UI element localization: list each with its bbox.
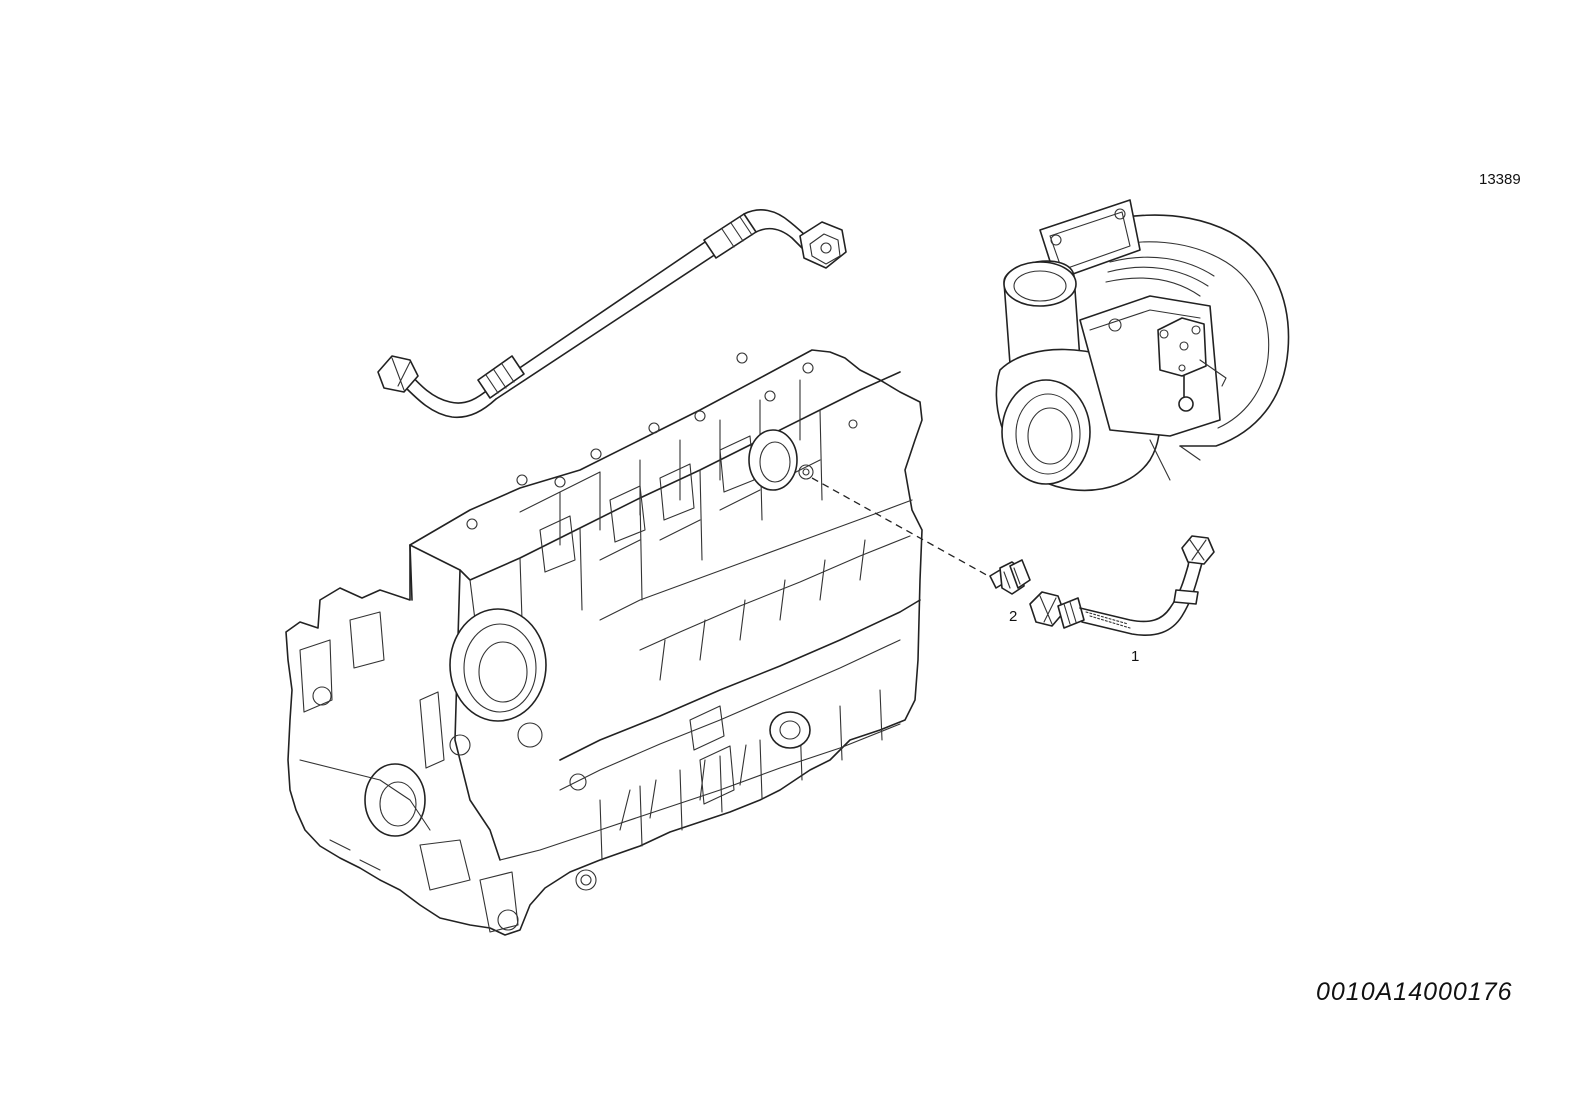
union-fitting-part-2 bbox=[989, 559, 1031, 595]
drawing-code: 0010A14000176 bbox=[1316, 978, 1513, 1006]
callout-label-2: 2 bbox=[1009, 608, 1018, 625]
upper-oil-pipe bbox=[377, 209, 847, 419]
oil-port-boss bbox=[748, 429, 814, 491]
engine-block bbox=[285, 349, 923, 936]
upper-pipe-nut-right bbox=[799, 221, 847, 269]
upper-pipe-nut-left bbox=[377, 355, 419, 393]
wastegate-actuator bbox=[1157, 317, 1227, 412]
turbine-inlet bbox=[1003, 260, 1081, 377]
oil-supply-pipe-part-1 bbox=[1029, 535, 1215, 636]
top-deck-holes bbox=[466, 352, 858, 530]
camshaft-bore bbox=[364, 763, 426, 837]
side-mount-boss bbox=[769, 711, 811, 749]
turbocharger bbox=[995, 199, 1290, 492]
pipe-sleeve-left bbox=[477, 355, 525, 399]
callout-label-1: 1 bbox=[1131, 648, 1140, 665]
figure-reference-number: 13389 bbox=[1479, 171, 1521, 188]
crank-bore bbox=[449, 608, 547, 722]
pipe-sleeve-right bbox=[703, 213, 757, 259]
assembly-dashed-line bbox=[811, 477, 993, 579]
